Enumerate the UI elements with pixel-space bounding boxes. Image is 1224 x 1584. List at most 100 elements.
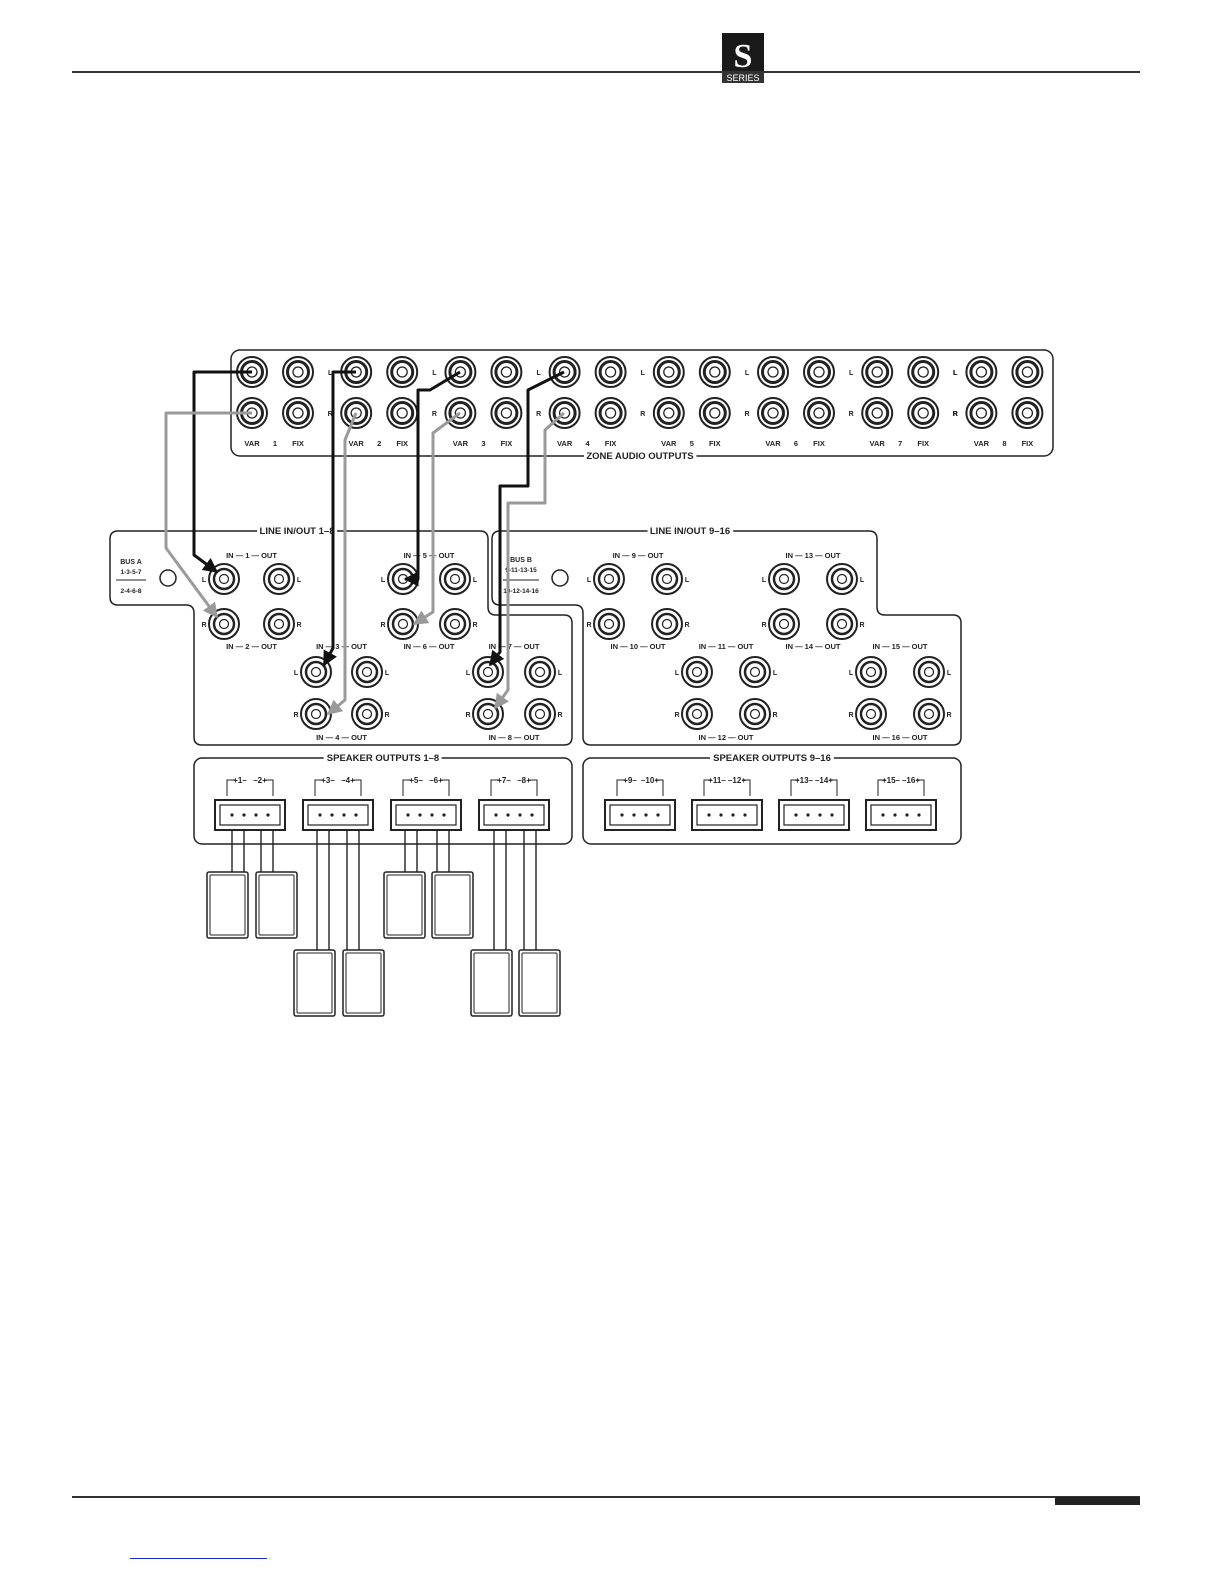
lio-b-group-4-r-left: R [848,712,853,719]
zone-4-fix-right-jack[interactable] [594,397,627,429]
footer-link-underline[interactable] [130,1558,267,1559]
lio-a-group-3-top-label: IN — 5 — OUT [404,551,455,560]
lio-b-group-4-r-right: R [946,712,951,719]
lio-b-group-3-out-right-jack[interactable] [826,608,858,640]
speaker_9_16-terminal-2[interactable]: +11––12+ [691,776,763,831]
zone-7-number: 7 [898,439,902,448]
lio-a-group-1-r-right: R [296,622,301,629]
lio-a-group-1-r-left: R [201,622,206,629]
speaker_9_16-terminal-3[interactable]: +13––14+ [778,776,850,831]
lio-a-group-4-in-left-jack[interactable] [472,656,504,688]
speaker_9_16-terminal-2-left-label: +11– [708,776,726,785]
zone-7-fix-right-jack[interactable] [907,397,940,429]
lio-a-group-3-out-right-jack[interactable] [439,608,471,640]
lio-b-group-4-in-left-jack[interactable] [855,656,887,688]
speaker_1_8-terminal-1[interactable]: +1––2+ [214,776,286,831]
zone-3-var-right-jack[interactable] [444,397,477,429]
speaker_1_8-terminal-4[interactable]: +7––8+ [478,776,550,831]
zone-1-var-label: VAR [244,439,260,448]
lio-b-group-4-out-right-jack[interactable] [913,698,945,730]
speaker-box-5 [383,871,426,939]
zone-2-var-label: VAR [349,439,365,448]
zone-3-number: 3 [481,439,485,448]
lio-b-group-3-out-left-jack[interactable] [826,563,858,595]
lio-a-group-4-out-left-jack[interactable] [524,656,556,688]
lio-b-group-1-l-left: L [587,577,592,584]
speaker-box-2 [255,871,298,939]
lio-b-group-2-r-right: R [772,712,777,719]
speaker-9-16-panel [582,757,962,845]
zone-5-fix-left-jack[interactable] [698,356,731,388]
lio-b-group-4-out-left-jack[interactable] [913,656,945,688]
zone-5-var-left-jack[interactable] [652,356,685,388]
speaker_9_16-terminal-1[interactable]: +9––10+ [604,776,676,831]
zone-2-number: 2 [377,439,381,448]
cable-zone4-left-to-in7 [488,370,565,667]
zone-4-fix-left-jack[interactable] [594,356,627,388]
lio-a-group-3-out-left-jack[interactable] [439,563,471,595]
zone-6-fix-left-jack[interactable] [803,356,835,388]
zone-2-var-right-jack[interactable] [340,397,373,429]
zone-4-var-left-jack[interactable] [548,356,581,388]
zone-2-fix-left-jack[interactable] [386,356,419,388]
line-io-1-8-title: LINE IN/OUT 1–8 [260,526,335,537]
lio-b-group-2-in-left-jack[interactable] [681,656,713,688]
zone-7-var-right-jack[interactable] [861,397,894,429]
lio-b-group-1-out-right-jack[interactable] [651,608,683,640]
speaker_1_8-terminal-1-left-label: +1– [233,776,247,785]
zone-1-fix-right-jack[interactable] [282,397,314,429]
bus-a-block: BUS A 1-3-5-7 2-4-6-8 [116,559,177,595]
zone-1-fix-left-jack[interactable] [282,356,314,388]
speaker_1_8-terminal-4-right-label: –8+ [517,776,531,785]
lio-a-group-2-out-left-jack[interactable] [351,656,383,688]
zone-6-fix-right-jack[interactable] [803,397,835,429]
zone-8-var-right-jack[interactable] [965,397,998,429]
speaker_1_8-terminal-3[interactable]: +5––6+ [390,776,462,831]
zone-5-var-right-jack[interactable] [652,397,685,429]
zone-5-fix-right-jack[interactable] [698,397,731,429]
zone-4-right-label: R [536,411,541,418]
lio-b-group-3-in-right-jack[interactable] [768,608,800,640]
zone-end-left-label: L [953,370,958,377]
lio-b-group-1-in-right-jack[interactable] [593,608,625,640]
lio-b-group-3-in-left-jack[interactable] [768,563,800,595]
lio-a-group-1-out-right-jack[interactable] [263,608,295,640]
lio-a-group-2-out-right-jack[interactable] [351,698,383,730]
lio-a-group-4-r-right: R [557,712,562,719]
lio-b-group-2-out-right-jack[interactable] [739,698,771,730]
zone-7-right-label: R [849,411,854,418]
zone-1-number: 1 [273,439,277,448]
zone-2-fix-right-jack[interactable] [386,397,419,429]
lio-b-group-2-out-left-jack[interactable] [739,656,771,688]
zone-3-var-left-jack[interactable] [444,356,477,388]
speaker_9_16-terminal-4[interactable]: +15––16+ [865,776,937,831]
lio-b-group-4-bottom-label: IN — 16 — OUT [872,733,927,742]
lio-a-group-1-out-left-jack[interactable] [263,563,295,595]
lio-a-group-4-out-right-jack[interactable] [524,698,556,730]
zone-6-var-left-jack[interactable] [757,356,789,388]
zone-audio-title: ZONE AUDIO OUTPUTS [586,451,693,462]
zone-7-var-left-jack[interactable] [861,356,894,388]
speaker_1_8-terminal-2[interactable]: +3––4+ [302,776,374,831]
zone-8-fix-right-jack[interactable] [1011,397,1044,429]
lio-b-group-4-l-right: L [947,670,952,677]
lio-a-group-3-in-right-jack[interactable] [387,608,419,640]
lio-b-group-1-l-right: L [685,577,690,584]
cable-zone2-right-to-in4 [326,412,358,716]
lio-b-group-1-out-left-jack[interactable] [651,563,683,595]
zone-8-var-left-jack[interactable] [965,356,998,388]
zone-7-fix-left-jack[interactable] [907,356,940,388]
lio-a-group-2-in-right-jack[interactable] [300,698,332,730]
speaker_1_8-terminal-3-left-label: +5– [409,776,423,785]
zone-3-fix-right-jack[interactable] [490,397,523,429]
lio-b-group-4-in-right-jack[interactable] [855,698,887,730]
lio-b-group-1-in-left-jack[interactable] [593,563,625,595]
zone-6-var-right-jack[interactable] [757,397,789,429]
lio-b-group-2-in-right-jack[interactable] [681,698,713,730]
zone-3-fix-left-jack[interactable] [490,356,523,388]
cable-zone1-right-to-in2 [164,411,252,619]
lio-b-group-2-r-left: R [674,712,679,719]
zone-8-fix-left-jack[interactable] [1011,356,1044,388]
